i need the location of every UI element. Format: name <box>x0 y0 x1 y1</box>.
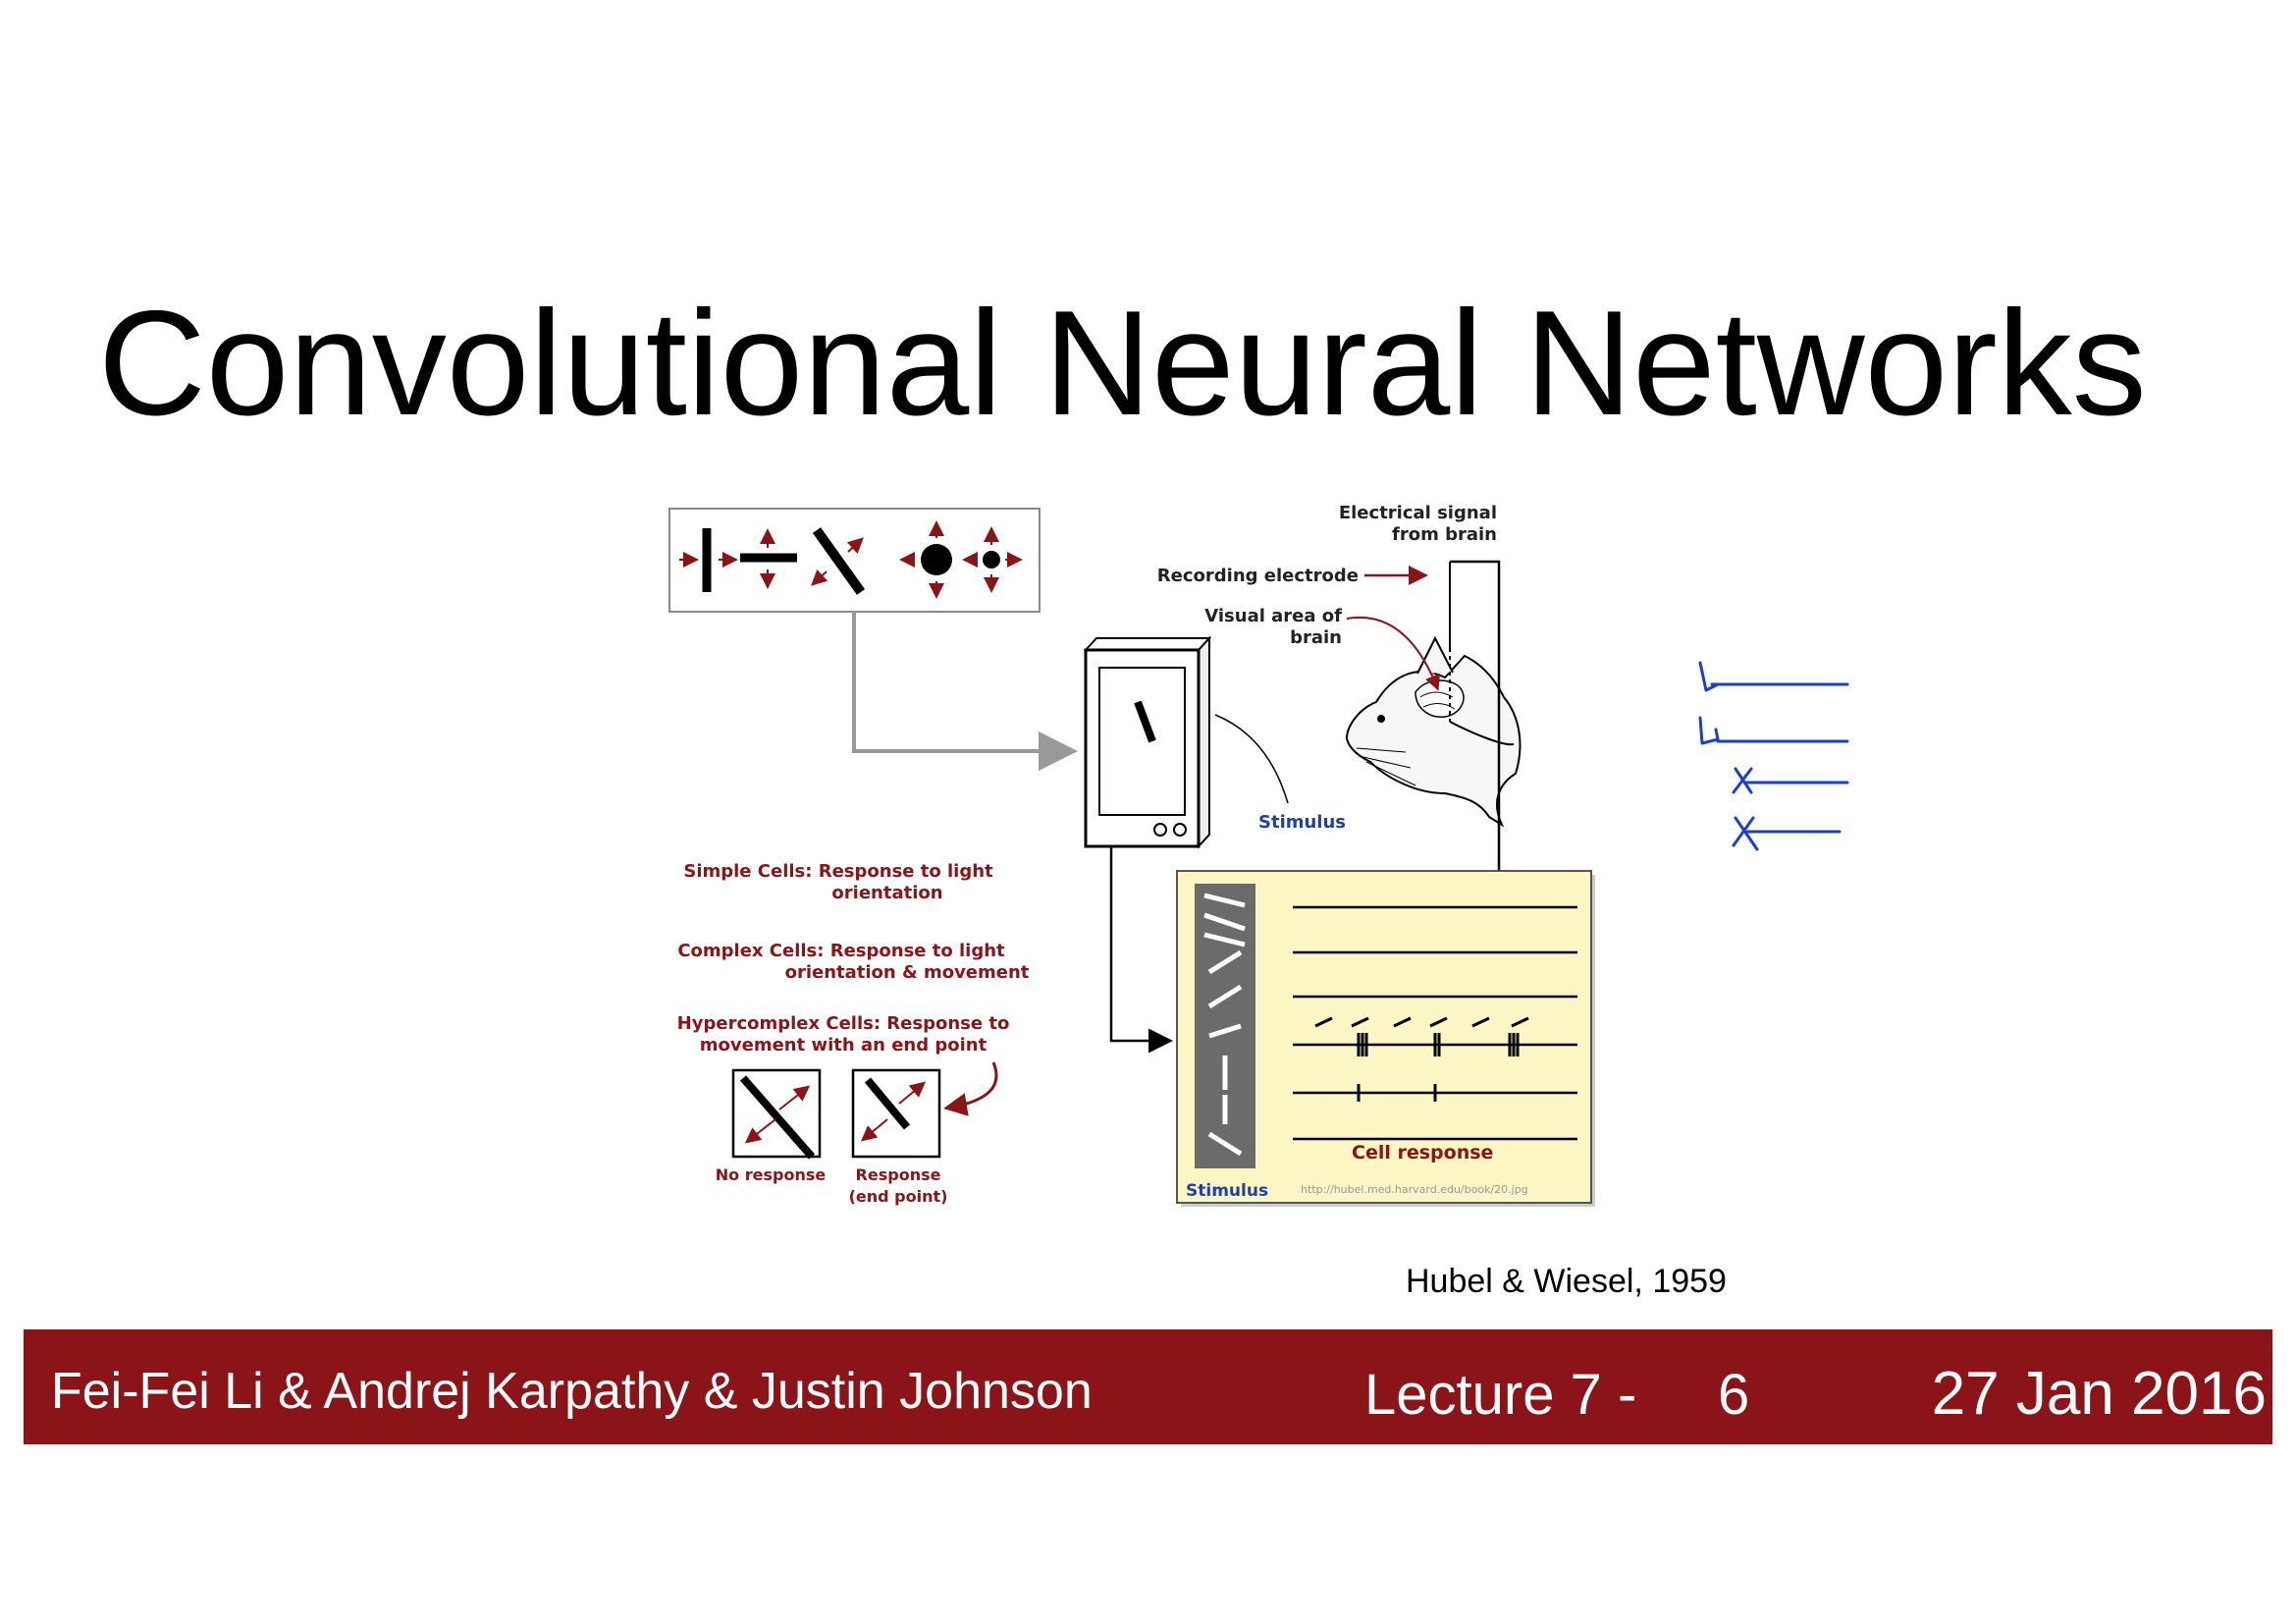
electrical-signal-label-1: Electrical signal <box>1339 503 1497 523</box>
no-response-label: No response <box>716 1165 827 1184</box>
figure-caption: Hubel & Wiesel, 1959 <box>1406 1263 1727 1300</box>
footer-page-number: 6 <box>1718 1363 1750 1427</box>
cell-response-panel: Cell response Stimulus http://hubel.med.… <box>1176 870 1595 1207</box>
simple-cells-label-2: orientation <box>831 883 942 903</box>
electrical-signal-label-2: from brain <box>1392 524 1497 545</box>
stimulus-monitor-label: Stimulus <box>1258 812 1346 833</box>
simple-cells-label-1: Simple Cells: Response to light <box>683 861 993 882</box>
slide-title: Convolutional Neural Networks <box>98 280 2147 447</box>
footer-lecture: Lecture 7 - <box>1364 1363 1637 1427</box>
hypercomplex-cells-label-2: movement with an end point <box>700 1035 988 1056</box>
stimulus-panel-label: Stimulus <box>1186 1181 1268 1201</box>
response-label-1: Response <box>856 1165 941 1184</box>
footer-authors: Fei-Fei Li & Andrej Karpathy & Justin Jo… <box>51 1363 1093 1420</box>
response-label-2: (end point) <box>849 1187 948 1206</box>
footer-bar: Fei-Fei Li & Andrej Karpathy & Justin Jo… <box>24 1329 2272 1444</box>
cell-response-label: Cell response <box>1352 1142 1493 1164</box>
response-box <box>851 1068 941 1159</box>
handwritten-annotation <box>1688 653 1855 869</box>
complex-cells-label-1: Complex Cells: Response to light <box>677 941 1005 961</box>
no-response-box <box>731 1068 822 1160</box>
hypercomplex-cells-label-1: Hypercomplex Cells: Response to <box>677 1013 1010 1034</box>
hubel-wiesel-figure: Stimulus Electrical signal from brain Re… <box>660 491 1641 1227</box>
visual-area-label-2: brain <box>1290 627 1342 648</box>
footer-date: 27 Jan 2016 <box>1931 1360 2267 1428</box>
monitor <box>1083 635 1212 849</box>
recording-electrode-label: Recording electrode <box>1157 566 1359 586</box>
source-url: http://hubel.med.harvard.edu/book/20.jpg <box>1301 1183 1528 1196</box>
complex-cells-label-2: orientation & movement <box>785 962 1030 983</box>
visual-area-label-1: Visual area of <box>1204 606 1342 626</box>
cat-head-illustration <box>1345 635 1522 828</box>
stimulus-strip <box>668 508 1041 613</box>
